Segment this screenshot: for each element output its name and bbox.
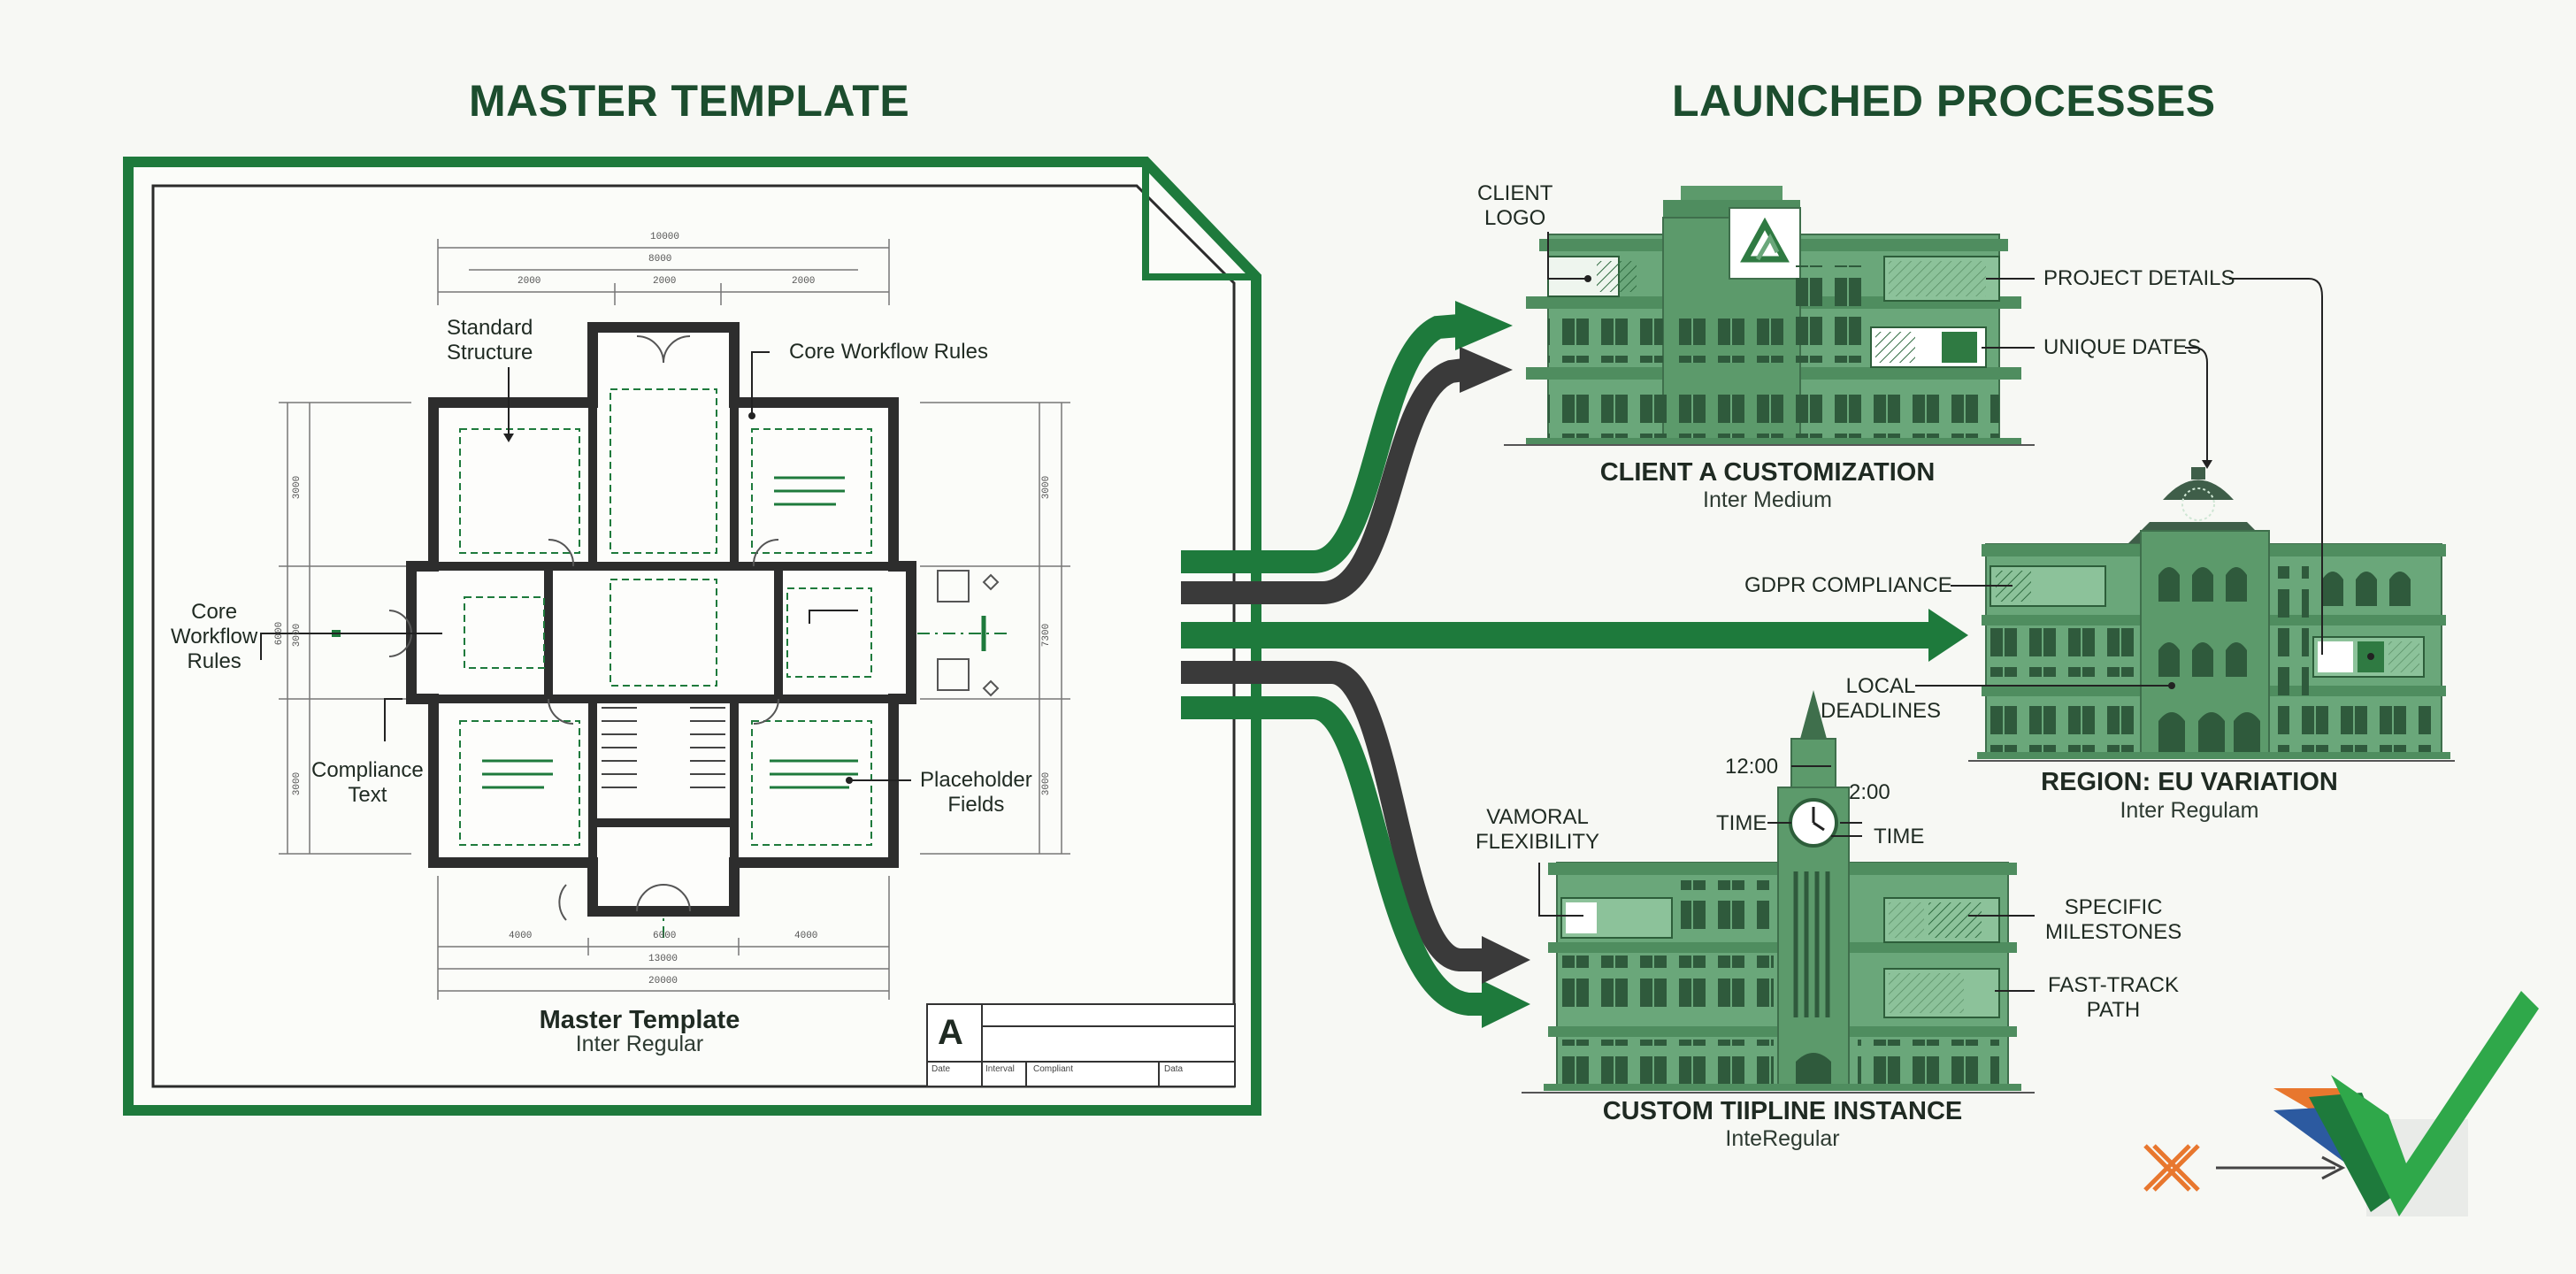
label-time-left: TIME [1716, 811, 1767, 835]
label-unique-dates: UNIQUE DATES [2043, 335, 2202, 359]
client-logo-icon [1740, 217, 1790, 263]
master-template-heading: MASTER TEMPLATE [469, 76, 910, 126]
title-block-field-data: Data [1164, 1064, 1184, 1074]
custom-timeline-font: InteRegular [1725, 1126, 1840, 1151]
label-vamoral-flexibility: VAMORAL FLEXIBILITY [1476, 805, 1600, 854]
flow-arrows [1181, 314, 1937, 1016]
master-template-title: Master Template [539, 1006, 740, 1034]
title-block-field-interval: Interval [985, 1064, 1015, 1074]
region-eu-font: Inter Regulam [2120, 798, 2259, 823]
dim-bottom-left: 4000 [509, 931, 533, 941]
callout-compliance-text: Compliance Text [311, 758, 424, 807]
launched-processes-heading: LAUNCHED PROCESSES [1672, 76, 2216, 126]
dim-top-mid: 2000 [653, 276, 677, 287]
label-local-deadlines: LOCAL DEADLINES [1821, 674, 1942, 723]
client-a-font: Inter Medium [1703, 487, 1832, 512]
label-project-details: PROJECT DETAILS [2043, 266, 2235, 290]
dim-right-1: 3000 [1041, 475, 1053, 500]
dim-left-1: 3000 [292, 475, 303, 500]
dim-bottom-total: 20000 [648, 976, 678, 986]
callout-standard-structure: Standard Structure [447, 316, 533, 365]
x-mark-icon [2143, 1144, 2200, 1192]
dim-left-3: 3000 [292, 623, 303, 648]
label-time-1200: 12:00 [1725, 755, 1779, 779]
label-specific-milestones: SPECIFIC MILESTONES [2045, 895, 2182, 944]
floor-plan [332, 322, 1000, 921]
dim-top-total: 10000 [650, 232, 680, 242]
master-template-font: Inter Regular [575, 1032, 704, 1056]
building-custom-timeline [1544, 690, 2021, 1091]
label-gdpr-compliance: GDPR COMPLIANCE [1744, 573, 1952, 597]
dim-bottom-right: 4000 [794, 931, 818, 941]
dim-top-right: 2000 [792, 276, 816, 287]
custom-timeline-title: CUSTOM TIIPLINE INSTANCE [1602, 1097, 1963, 1125]
callout-core-workflow-rules-top: Core Workflow Rules [789, 340, 988, 364]
clock-icon [1789, 798, 1838, 848]
dim-top-left: 2000 [518, 276, 541, 287]
label-fast-track-path: FAST-TRACK PATH [2048, 973, 2180, 1022]
title-block-field-date: Date [932, 1064, 951, 1074]
dim-bottom-mid: 6000 [653, 931, 677, 941]
callout-placeholder-fields: Placeholder Fields [920, 768, 1032, 817]
title-block-field-compliant: Compliant [1033, 1064, 1074, 1074]
dim-right-2: 7300 [1041, 623, 1053, 648]
client-a-title: CLIENT A CUSTOMIZATION [1599, 458, 1936, 487]
template-leaders [260, 351, 911, 781]
title-block [926, 1003, 1236, 1087]
dim-left-4: 3000 [292, 771, 303, 796]
checkmark-icon [2273, 991, 2539, 1216]
dim-left-2: 6000 [274, 621, 286, 646]
dim-right-3: 3000 [1041, 771, 1053, 796]
dim-bottom-width: 13000 [648, 954, 678, 964]
label-client-logo: CLIENT LOGO [1477, 181, 1553, 230]
process-leaders [1538, 232, 2323, 992]
dim-top-width: 8000 [648, 254, 672, 265]
building-client-a [1526, 186, 2021, 445]
label-time-200: 2:00 [1849, 780, 1890, 804]
region-eu-title: REGION: EU VARIATION [2041, 768, 2338, 796]
callout-core-workflow-rules-left: Core Workflow Rules [171, 600, 258, 673]
building-region-eu [1977, 467, 2450, 759]
label-time-right: TIME [1874, 825, 1925, 848]
arrow-right-icon [2216, 1155, 2346, 1180]
title-block-letter: A [938, 1013, 963, 1052]
